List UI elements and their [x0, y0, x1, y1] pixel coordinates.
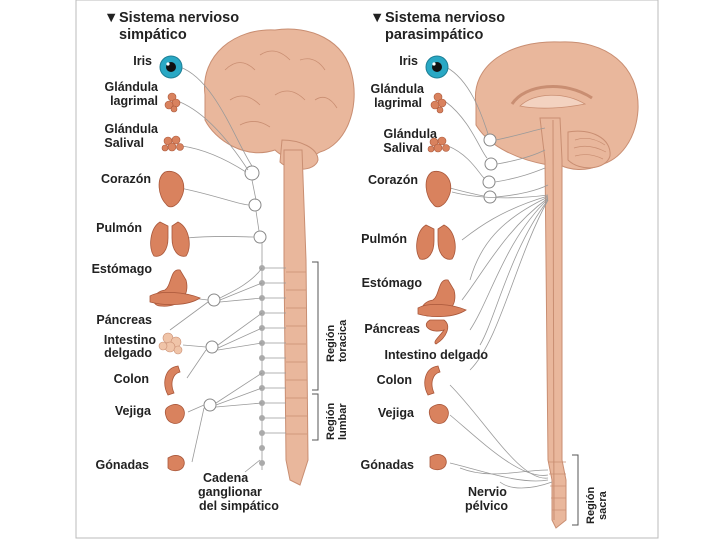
organ-label: Corazón [368, 173, 418, 187]
chain-caption: ganglionar [198, 485, 262, 499]
salivary-gland-icon [427, 136, 450, 153]
organ-label: Glándula [384, 127, 439, 141]
inferior-mesenteric-ganglion [203, 398, 217, 412]
colon-icon [424, 365, 441, 396]
thoracic-region-label: toracica [337, 319, 349, 362]
brain-ventricle [519, 94, 587, 109]
inferior-cervical-ganglion [253, 230, 267, 244]
parasympathetic-panel: ▼ Sistema nervioso parasimpático [361, 10, 639, 529]
parasympathetic-title-arrow: ▼ [370, 10, 384, 26]
pancreas-icon [149, 292, 201, 306]
sympathetic-vertebrae [286, 271, 307, 435]
organ-label: Colon [114, 372, 149, 386]
pelvic-nerve-label: Nervio [468, 485, 507, 499]
sympathetic-brain [204, 28, 355, 159]
organ-label: Glándula [105, 122, 160, 136]
organ-label: Estómago [92, 262, 153, 276]
organ-label: Glándula [371, 82, 426, 96]
chain-caption: Cadena [203, 471, 249, 485]
lung-icon [416, 224, 456, 260]
parasympathetic-organ-labels: Iris Glándula lagrimal Glándula Salival … [361, 54, 489, 472]
organ-label: Gónadas [361, 458, 415, 472]
sympathetic-spinal-cord [283, 149, 309, 486]
parasympathetic-title-line2: parasimpático [385, 27, 483, 43]
gonads-icon [429, 454, 447, 471]
organ-label: Corazón [101, 172, 151, 186]
sympathetic-nerves [169, 66, 263, 463]
small-intestine-icon [425, 319, 449, 345]
sympathetic-panel: ▼ Sistema nervioso simpático [92, 10, 355, 513]
bladder-icon [428, 404, 449, 424]
organ-label: Intestino [104, 333, 156, 347]
organ-label: Iris [133, 54, 152, 68]
sympathetic-brain-folds [224, 50, 338, 128]
organ-label: Salival [104, 136, 144, 150]
parasympathetic-spinal-cord [539, 117, 567, 529]
pelvic-nerve-label: pélvico [465, 499, 508, 513]
sympathetic-title-line2: simpático [119, 27, 187, 43]
heart-icon [158, 170, 185, 208]
pancreas-icon [417, 304, 467, 318]
central-canal [552, 119, 555, 521]
organ-label: Páncreas [364, 322, 420, 336]
organ-label: Pulmón [361, 232, 407, 246]
corpus-callosum [510, 85, 593, 105]
cerebellum-folds [573, 138, 607, 160]
organ-label: Páncreas [96, 313, 152, 327]
organ-label: lagrimal [374, 96, 422, 110]
sympathetic-title-line1: Sistema nervioso [119, 10, 239, 26]
organ-label: Colon [377, 373, 412, 387]
organ-label: Gónadas [96, 458, 150, 472]
sacral-region-label: Región [585, 486, 597, 524]
organ-label: Estómago [362, 276, 423, 290]
organ-label: Salival [383, 141, 423, 155]
chain-caption-pointer [244, 459, 261, 473]
sacral-region-bracket [572, 454, 579, 526]
lumbar-region-label: lumbar [337, 403, 349, 440]
pterygopalatine-ganglion [484, 157, 498, 171]
organ-label: Vejiga [115, 404, 152, 418]
sacral-region-label: sacra [597, 490, 609, 520]
thoracic-region-label: Región [325, 324, 337, 362]
chain-caption: del simpático [199, 499, 279, 513]
sympathetic-title-arrow: ▼ [104, 10, 118, 26]
ciliary-ganglion [483, 133, 497, 147]
sympathetic-organ-labels: Iris Glándula lagrimal Glándula Salival … [92, 54, 159, 472]
middle-cervical-ganglion [248, 198, 262, 212]
lumbar-region-label: Región [325, 402, 337, 440]
small-intestine-icon [158, 332, 183, 355]
organ-label: lagrimal [110, 94, 158, 108]
sympathetic-organs [149, 55, 201, 472]
chain-to-cord-connections [265, 267, 286, 434]
celiac-ganglion [207, 293, 221, 307]
parasympathetic-organs [416, 55, 467, 471]
sacral-segments [548, 461, 566, 511]
superior-mesenteric-ganglion [205, 340, 219, 354]
sympathetic-region-brackets [312, 261, 319, 441]
lacrimal-gland-icon [430, 92, 447, 114]
organ-label: Pulmón [96, 221, 142, 235]
lacrimal-gland-icon [164, 92, 181, 113]
colon-icon [164, 365, 181, 396]
parasympathetic-title-line1: Sistema nervioso [385, 10, 505, 26]
parasympathetic-cerebellum [567, 130, 611, 169]
lung-icon [150, 221, 190, 257]
parasympathetic-nerves [445, 66, 553, 489]
organ-label: Glándula [105, 80, 160, 94]
gonads-icon [167, 455, 185, 472]
submandibular-ganglion [482, 175, 496, 189]
organ-label: Iris [399, 54, 418, 68]
organ-label: Vejiga [378, 406, 415, 420]
organ-label: delgado [104, 346, 152, 360]
bladder-icon [164, 404, 185, 424]
organ-label: Intestino delgado [385, 348, 489, 362]
salivary-gland-icon [161, 135, 184, 152]
heart-icon [425, 170, 452, 208]
